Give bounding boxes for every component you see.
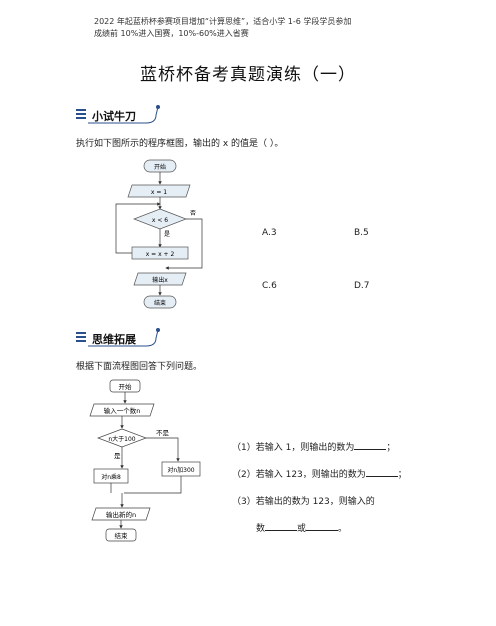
sub-question-1-text: （1）若输入 1，则输出的数为 bbox=[232, 443, 355, 453]
intro-line-2: 成绩前 10%进入国赛，10%-60%进入省赛 bbox=[94, 29, 249, 38]
option-b: B.5 bbox=[354, 228, 369, 238]
flow2-input-node bbox=[89, 403, 155, 417]
flow2-output-label: 输出新的n bbox=[106, 510, 136, 519]
flow1-yes-label: 是 bbox=[164, 231, 170, 238]
sub-question-3-line-2: 数 或 。 bbox=[256, 521, 347, 534]
flow2-end-label: 结束 bbox=[115, 531, 129, 540]
flow2-output-node bbox=[91, 507, 151, 521]
flowchart-2: 开始 输入一个数n n大于100 不是 是 对n加300 对n乘8 输出新的n … bbox=[89, 379, 201, 542]
answer-blank-2[interactable] bbox=[365, 468, 398, 477]
option-a: A.3 bbox=[262, 228, 277, 238]
section-heading-2: 思维拓展 bbox=[92, 333, 136, 346]
flow1-cond-label: x < 6 bbox=[152, 217, 168, 224]
flow2-left-label: 对n乘8 bbox=[101, 473, 121, 481]
section-header-2 bbox=[76, 326, 166, 350]
sub-question-2-text: （2）若输入 123，则输出的数为 bbox=[232, 470, 366, 480]
flow2-input-label: 输入一个数n bbox=[104, 406, 141, 415]
answer-blank-3a[interactable] bbox=[265, 522, 298, 531]
sub-question-3-end: 。 bbox=[338, 524, 348, 534]
question-1: 执行如下图所示的程序框图，输出的 x 的值是（ ）。 bbox=[76, 139, 284, 149]
flow2-right-label: 对n加300 bbox=[167, 466, 194, 474]
option-d: D.7 bbox=[354, 281, 370, 291]
flow1-update-label: x = x + 2 bbox=[146, 251, 175, 258]
flow2-yes-label: 是 bbox=[114, 452, 121, 460]
sub-question-3-prefix: 数 bbox=[256, 524, 266, 534]
question-2: 根据下面流程图回答下列问题。 bbox=[76, 362, 203, 372]
flow1-end-label: 结束 bbox=[154, 299, 166, 307]
sub-question-1-end: ； bbox=[386, 443, 396, 453]
option-c: C.6 bbox=[262, 281, 277, 291]
sub-question-3: （3）若输出的数为 123，则输入的 bbox=[232, 497, 375, 507]
answer-blank-3b[interactable] bbox=[306, 522, 339, 531]
flow1-assign-node bbox=[127, 184, 191, 198]
flow2-no-label: 不是 bbox=[156, 429, 170, 437]
section-header-1 bbox=[76, 103, 166, 127]
flow2-start-label: 开始 bbox=[119, 382, 133, 391]
sub-question-1: （1）若输入 1，则输出的数为 ； bbox=[232, 440, 395, 453]
answer-blank-1[interactable] bbox=[354, 441, 387, 450]
sub-question-2-end: ； bbox=[397, 470, 407, 480]
intro-text: 2022 年起蓝桥杯参赛项目增加“计算思维”，适合小学 1-6 学段学员参加 成… bbox=[94, 16, 404, 40]
flow2-cond-label: n大于100 bbox=[108, 435, 135, 443]
sub-question-3-or: 或 bbox=[297, 524, 307, 534]
flowchart-1: 开始 x = 1 x < 6 否 是 x = x + 2 输出x 结束 bbox=[115, 159, 203, 309]
flow1-output-node bbox=[133, 272, 187, 286]
flow2-end-node bbox=[105, 528, 137, 542]
flow1-output-label: 输出x bbox=[152, 276, 168, 284]
section-badge-icon bbox=[76, 328, 160, 347]
sub-question-2: （2）若输入 123，则输出的数为 ； bbox=[232, 467, 407, 480]
flow1-end-node bbox=[143, 295, 177, 309]
flow1-no-label: 否 bbox=[190, 210, 196, 217]
flow1-assign-label: x = 1 bbox=[151, 189, 167, 196]
section-badge-icon bbox=[76, 105, 160, 124]
intro-line-1: 2022 年起蓝桥杯参赛项目增加“计算思维”，适合小学 1-6 学段学员参加 bbox=[94, 17, 352, 26]
flow1-start-label: 开始 bbox=[154, 163, 166, 171]
page-title: 蓝桥杯备考真题演练（一） bbox=[140, 65, 356, 85]
section-heading-1: 小试牛刀 bbox=[92, 110, 136, 123]
